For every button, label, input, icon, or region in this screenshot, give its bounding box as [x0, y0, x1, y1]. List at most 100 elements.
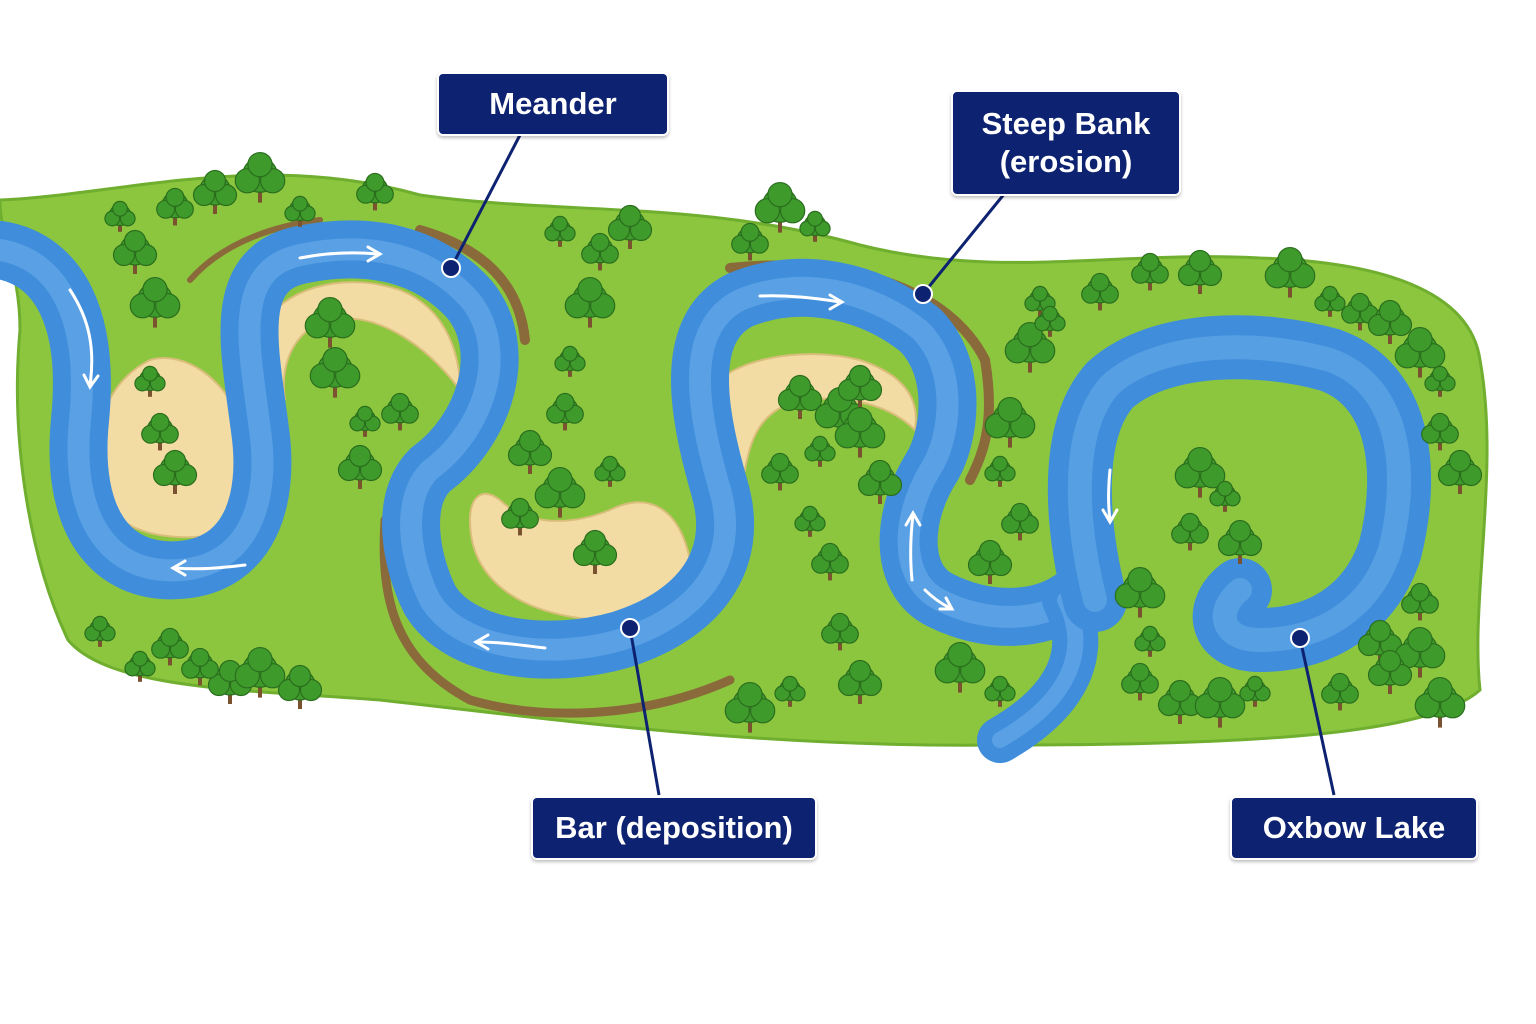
- leader-line-steep-bank: [921, 192, 1007, 295]
- label-steep-bank-text: Steep Bank (erosion): [981, 106, 1151, 179]
- flow-arrow-head: [1101, 508, 1119, 525]
- tree: [1264, 246, 1316, 298]
- tree: [554, 345, 586, 377]
- tree: [1157, 679, 1203, 724]
- tree: [1367, 299, 1413, 344]
- tree: [152, 449, 198, 494]
- tree: [1171, 512, 1209, 551]
- tree: [234, 151, 286, 203]
- tree: [381, 392, 419, 431]
- tree: [1341, 292, 1379, 331]
- flow-arrow: [923, 588, 952, 610]
- tree: [546, 392, 584, 431]
- tree: [794, 505, 826, 537]
- tree: [1367, 649, 1413, 694]
- flow-arrow: [68, 288, 94, 387]
- tree: [1174, 446, 1226, 498]
- tree: [141, 412, 179, 451]
- flow-arrow-head: [170, 559, 187, 577]
- flow-arrow: [1107, 468, 1112, 522]
- tree: [1239, 675, 1271, 707]
- flow-arrow-head: [366, 245, 383, 263]
- tree: [1081, 272, 1119, 311]
- leader-dot-meander: [441, 258, 461, 278]
- tree: [1414, 676, 1466, 728]
- label-meander-text: Meander: [489, 86, 617, 121]
- tree: [84, 615, 116, 647]
- tree: [1437, 449, 1483, 494]
- tree: [754, 181, 806, 233]
- tree: [857, 459, 903, 504]
- leader-line-oxbow: [1298, 637, 1336, 796]
- leader-line-bar: [628, 627, 661, 796]
- label-steep-bank: Steep Bank (erosion): [951, 90, 1181, 196]
- leader-dot-bar: [620, 618, 640, 638]
- flow-arrow: [909, 513, 915, 582]
- tree: [934, 641, 986, 693]
- tree: [967, 539, 1013, 584]
- steep-bank-3: [379, 515, 735, 718]
- flow-arrow-head: [82, 373, 100, 390]
- tree: [837, 659, 883, 704]
- flow-arrow-head: [904, 510, 922, 527]
- tree: [534, 466, 586, 518]
- tree: [837, 364, 883, 409]
- leader-line-meander: [449, 134, 522, 269]
- tree: [181, 647, 219, 686]
- tree: [834, 406, 886, 458]
- oxbow-lake-highlight: [1067, 335, 1412, 652]
- leader-lines: [441, 134, 1336, 796]
- tree: [156, 187, 194, 226]
- tree: [507, 429, 553, 474]
- tree: [1401, 582, 1439, 621]
- tree: [1034, 305, 1066, 337]
- tree: [774, 675, 806, 707]
- tree: [984, 455, 1016, 487]
- label-oxbow-lake-text: Oxbow Lake: [1262, 810, 1446, 845]
- flow-arrow: [758, 294, 842, 304]
- tree: [304, 296, 356, 348]
- tree: [284, 195, 316, 227]
- trees: [84, 151, 1483, 733]
- tree: [581, 232, 619, 271]
- tree: [799, 210, 831, 242]
- tree: [607, 204, 653, 249]
- leader-dot-oxbow: [1290, 628, 1310, 648]
- leader-dot-steep-bank: [913, 284, 933, 304]
- tree: [151, 627, 189, 666]
- tree: [1134, 625, 1166, 657]
- tree: [821, 612, 859, 651]
- label-bar: Bar (deposition): [531, 796, 817, 860]
- label-bar-text: Bar (deposition): [555, 810, 793, 845]
- tree: [761, 452, 799, 491]
- tree: [572, 529, 618, 574]
- tree: [731, 222, 769, 261]
- tree: [129, 276, 181, 328]
- tree: [1424, 365, 1456, 397]
- flow-arrow: [173, 563, 247, 571]
- tree: [309, 346, 361, 398]
- tree: [1321, 672, 1359, 711]
- tree: [134, 365, 166, 397]
- tree: [234, 646, 286, 698]
- tree: [112, 229, 158, 274]
- tree: [984, 396, 1036, 448]
- flow-arrow: [298, 251, 380, 260]
- tree: [1114, 566, 1166, 618]
- steep-bank-1: [415, 225, 530, 345]
- tree: [277, 664, 323, 709]
- flow-arrow: [476, 640, 547, 650]
- tree: [356, 172, 394, 211]
- tree: [1421, 412, 1459, 451]
- tree: [1217, 519, 1263, 564]
- tree: [1357, 619, 1403, 664]
- tree: [1314, 285, 1346, 317]
- tree: [337, 444, 383, 489]
- tree: [1177, 249, 1223, 294]
- tree: [1131, 252, 1169, 291]
- tree: [1001, 502, 1039, 541]
- tree: [1121, 662, 1159, 701]
- label-meander: Meander: [437, 72, 669, 136]
- flow-arrow-head: [473, 633, 490, 651]
- flow-arrows: [68, 245, 1119, 651]
